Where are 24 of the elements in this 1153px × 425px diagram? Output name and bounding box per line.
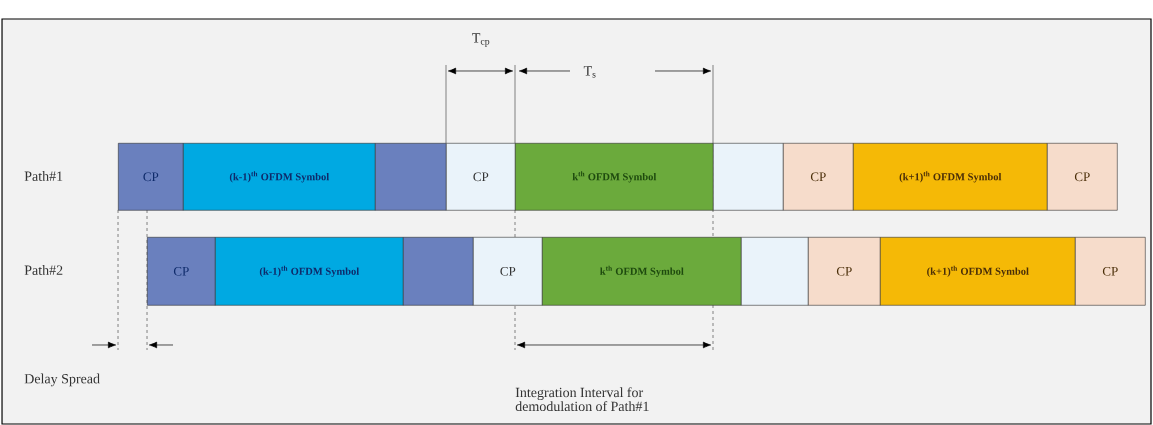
- padding-block: [375, 143, 447, 211]
- cp-block: CP: [473, 237, 543, 306]
- symbol-block: k$^{th}$ OFDM Symbol: [515, 143, 714, 211]
- row-label: Path#1: [24, 171, 63, 181]
- padding-block: [713, 143, 784, 211]
- cp-block: CP: [1047, 143, 1118, 211]
- cp-block: CP: [1075, 237, 1146, 306]
- cp-block: CP: [147, 237, 216, 306]
- symbol-block: k$^{th}$ OFDM Symbol: [542, 237, 742, 306]
- symbol-block: (k-1)$^{th}$ OFDM Symbol: [215, 237, 404, 306]
- cp-block: CP: [783, 143, 854, 211]
- padding-block: [741, 237, 809, 306]
- dimension-label: T$_{s}$: [583, 66, 596, 78]
- padding-block: [403, 237, 474, 306]
- cp-block: CP: [118, 143, 184, 211]
- dimension-label: Delay Spread: [24, 373, 100, 387]
- symbol-block: (k+1)$^{th}$ OFDM Symbol: [853, 143, 1048, 211]
- row-label: Path#2: [24, 265, 63, 275]
- symbol-block: (k+1)$^{th}$ OFDM Symbol: [880, 237, 1076, 306]
- symbol-block: (k-1)$^{th}$ OFDM Symbol: [183, 143, 376, 211]
- dimension-label: T$_{cp}$: [472, 33, 490, 47]
- cp-block: CP: [808, 237, 881, 306]
- cp-block: CP: [446, 143, 516, 211]
- dimension-label: Integration Interval for demodulation of Path#1: [515, 387, 649, 412]
